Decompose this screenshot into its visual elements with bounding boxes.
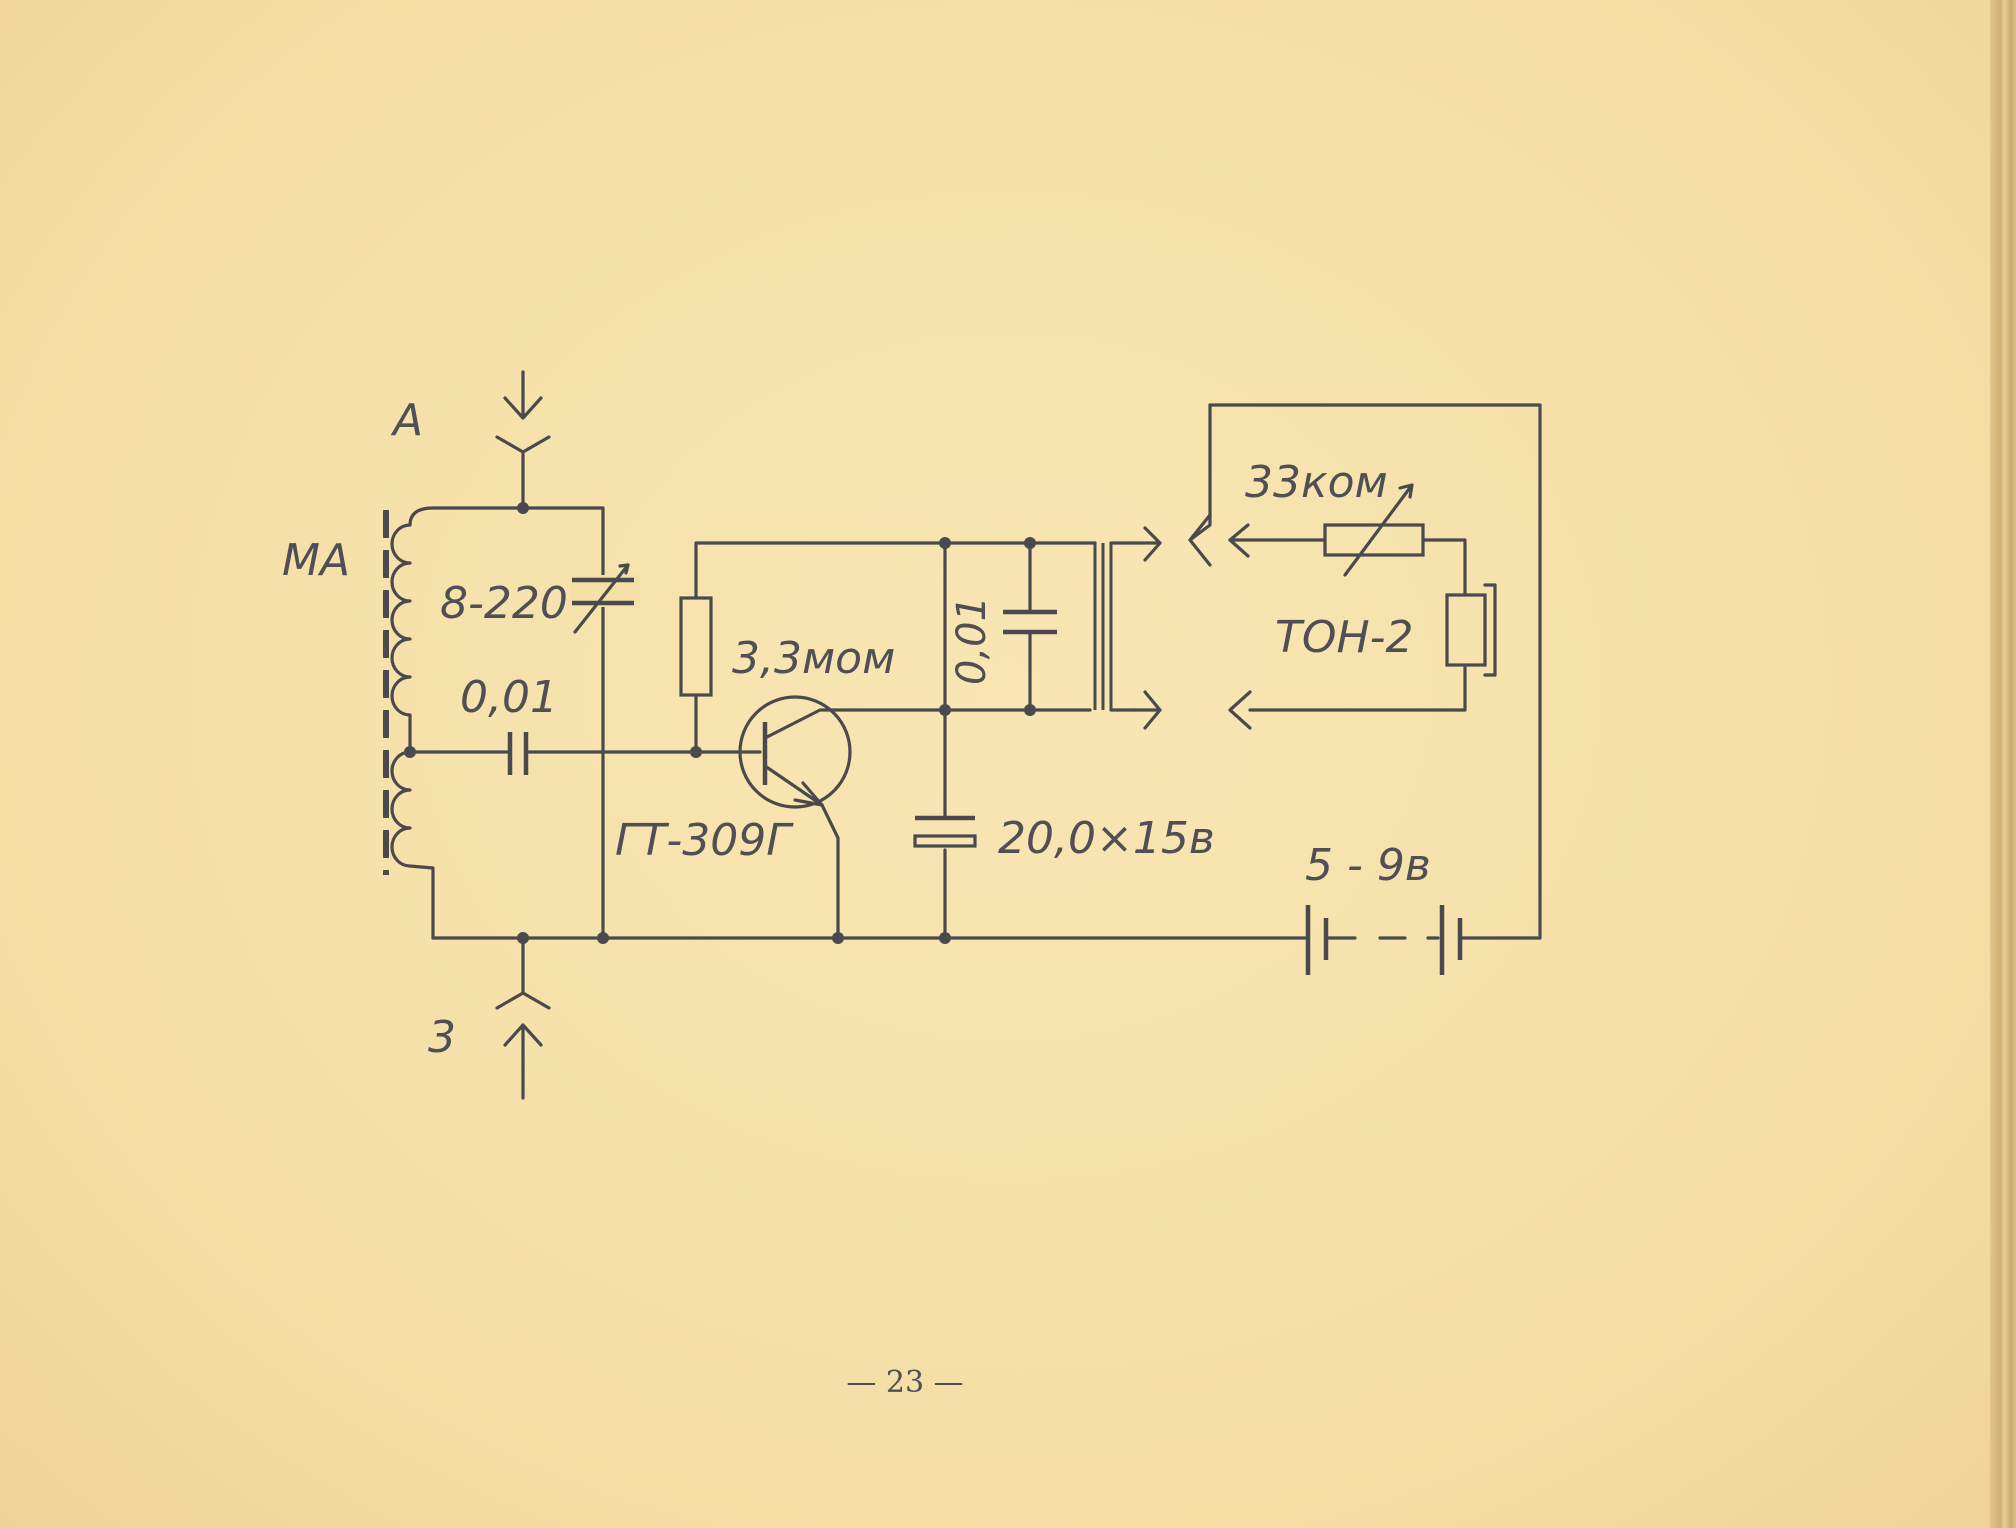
volume-resistor — [1323, 523, 1425, 557]
headphone-jack-bottom — [1133, 690, 1252, 730]
base-resistor — [679, 596, 713, 697]
page-edge — [1990, 0, 2016, 1528]
antenna-terminal — [495, 370, 551, 510]
coupling-capacitor — [507, 732, 529, 775]
variable-capacitor-label: 8-220 — [440, 578, 568, 629]
battery-label: 5 - 9в — [1305, 840, 1431, 891]
volume-resistor-label: 33ком — [1245, 457, 1388, 508]
variable-capacitor — [570, 563, 640, 634]
electrolytic-capacitor — [913, 815, 977, 848]
output-transformer — [1093, 543, 1113, 710]
page-number: — 23 — — [846, 1365, 963, 1400]
ground-terminal — [495, 936, 551, 1100]
battery — [1305, 905, 1463, 975]
electrolytic-capacitor-label: 20,0×15в — [998, 813, 1215, 864]
coupling-capacitor-label: 0,01 — [460, 672, 558, 723]
headphones-label: ТОН-2 — [1275, 612, 1413, 663]
antenna-label: A — [390, 395, 423, 446]
ground-label: 3 — [428, 1012, 456, 1063]
transistor — [738, 695, 952, 940]
magnetic-antenna-label: MA — [282, 535, 350, 586]
junction-dots — [404, 502, 1036, 944]
base-resistor-label: 3,3мом — [732, 633, 895, 684]
antenna-coil — [390, 506, 525, 940]
transistor-label: ГТ-309Г — [615, 815, 794, 866]
headphone-jack-top — [1133, 513, 1212, 567]
filter-capacitor — [1003, 609, 1057, 635]
headphones — [1445, 593, 1487, 667]
filter-capacitor-label: 0,01 — [949, 596, 995, 685]
